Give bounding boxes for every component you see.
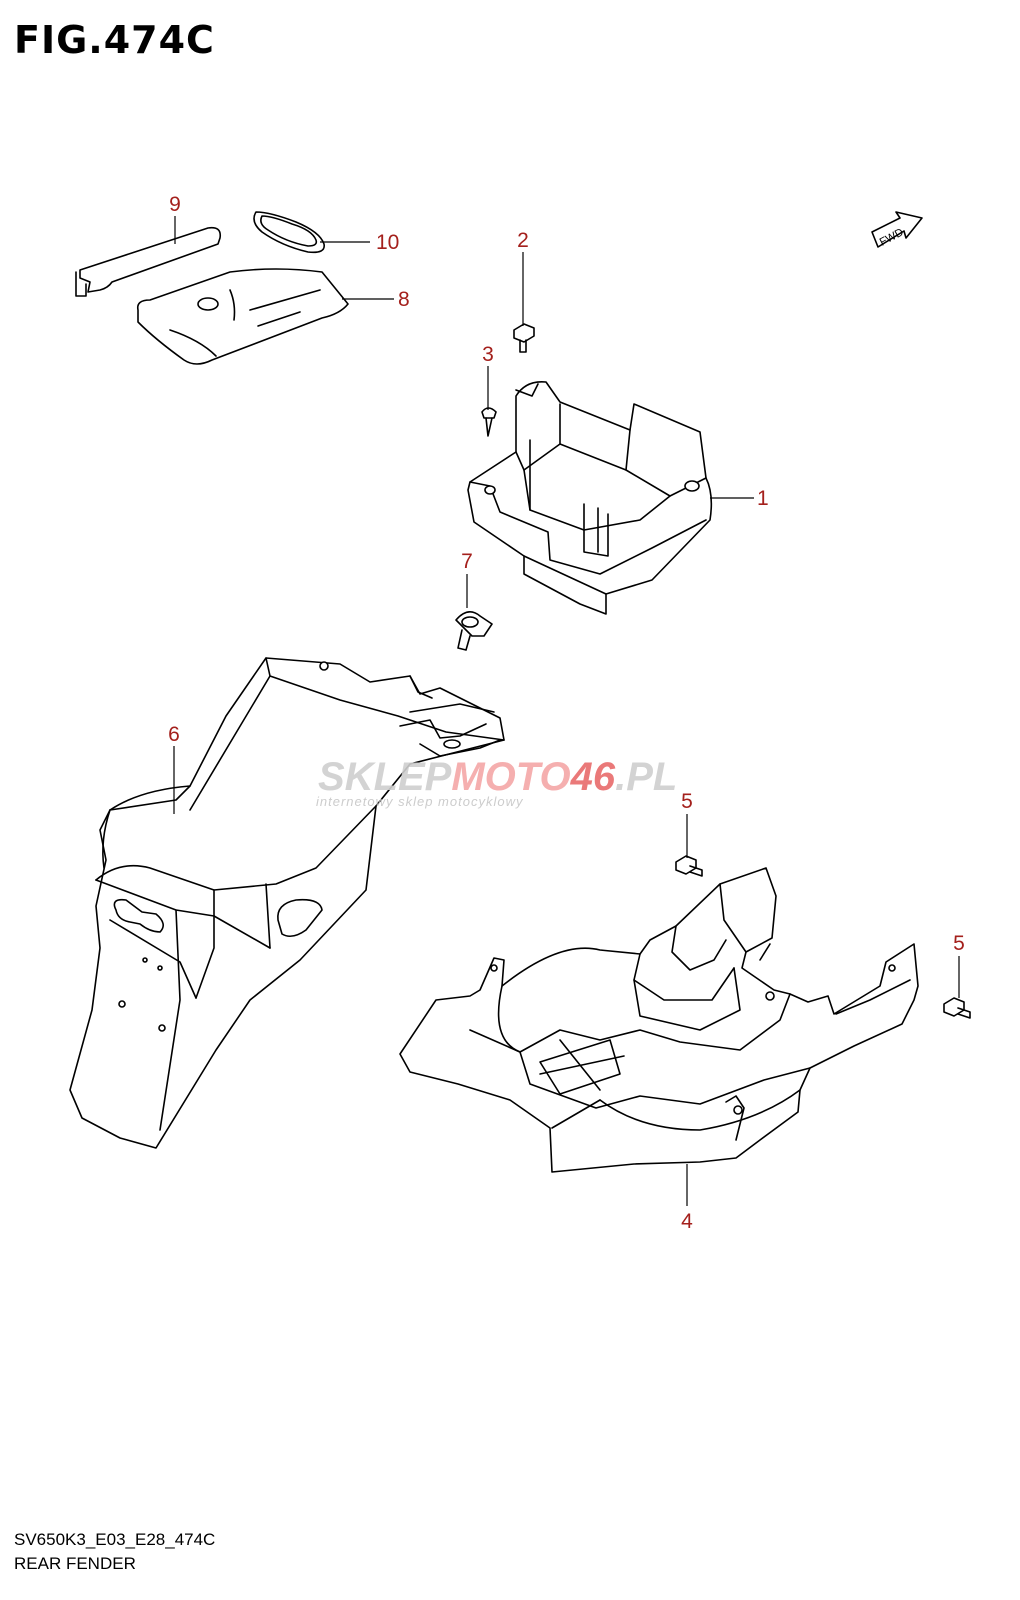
watermark-tagline: internetowy sklep motocyklowy <box>316 794 524 809</box>
part-10-band <box>253 211 325 254</box>
watermark-number: 46 <box>570 755 616 799</box>
part-4-undertray <box>399 867 919 1173</box>
part-8-tool-bag <box>136 268 349 365</box>
part-3-screw <box>481 407 497 437</box>
figure-title: FIG.474C <box>14 18 215 62</box>
forward-arrow-icon: FWD <box>871 211 923 249</box>
callout-4: 4 <box>681 1210 693 1233</box>
part-1-battery-box <box>467 380 713 615</box>
callout-8: 8 <box>398 288 410 311</box>
callout-5-center: 5 <box>681 790 693 813</box>
part-5-bolt-right <box>943 997 971 1019</box>
watermark-prefix: SKLEP <box>318 755 452 799</box>
watermark-suffix: .PL <box>615 755 677 799</box>
figure-name: REAR FENDER <box>14 1554 136 1573</box>
callout-3: 3 <box>482 343 494 366</box>
part-9-hook-wrench <box>75 226 222 297</box>
svg-text:SKLEPMOTO46.PL: SKLEPMOTO46.PL <box>318 755 677 799</box>
watermark-middle: MOTO <box>451 755 570 799</box>
part-6-rear-fender <box>69 657 505 1149</box>
callout-10: 10 <box>376 231 399 254</box>
callout-5-right: 5 <box>953 932 965 955</box>
callout-9: 9 <box>169 193 181 216</box>
watermark: SKLEPMOTO46.PL internetowy sklep motocyk… <box>316 755 677 809</box>
callout-6: 6 <box>168 723 180 746</box>
callout-labels: 9 10 8 2 3 1 7 6 5 5 4 <box>168 193 965 1233</box>
callout-7: 7 <box>461 550 473 573</box>
callout-1: 1 <box>757 487 769 510</box>
leader-lines <box>173 216 960 1206</box>
callout-2: 2 <box>517 229 529 252</box>
part-5-bolt-center <box>675 855 703 877</box>
figure-code: SV650K3_E03_E28_474C <box>14 1530 216 1549</box>
part-7-clip <box>455 611 493 651</box>
part-2-bolt <box>513 323 535 353</box>
